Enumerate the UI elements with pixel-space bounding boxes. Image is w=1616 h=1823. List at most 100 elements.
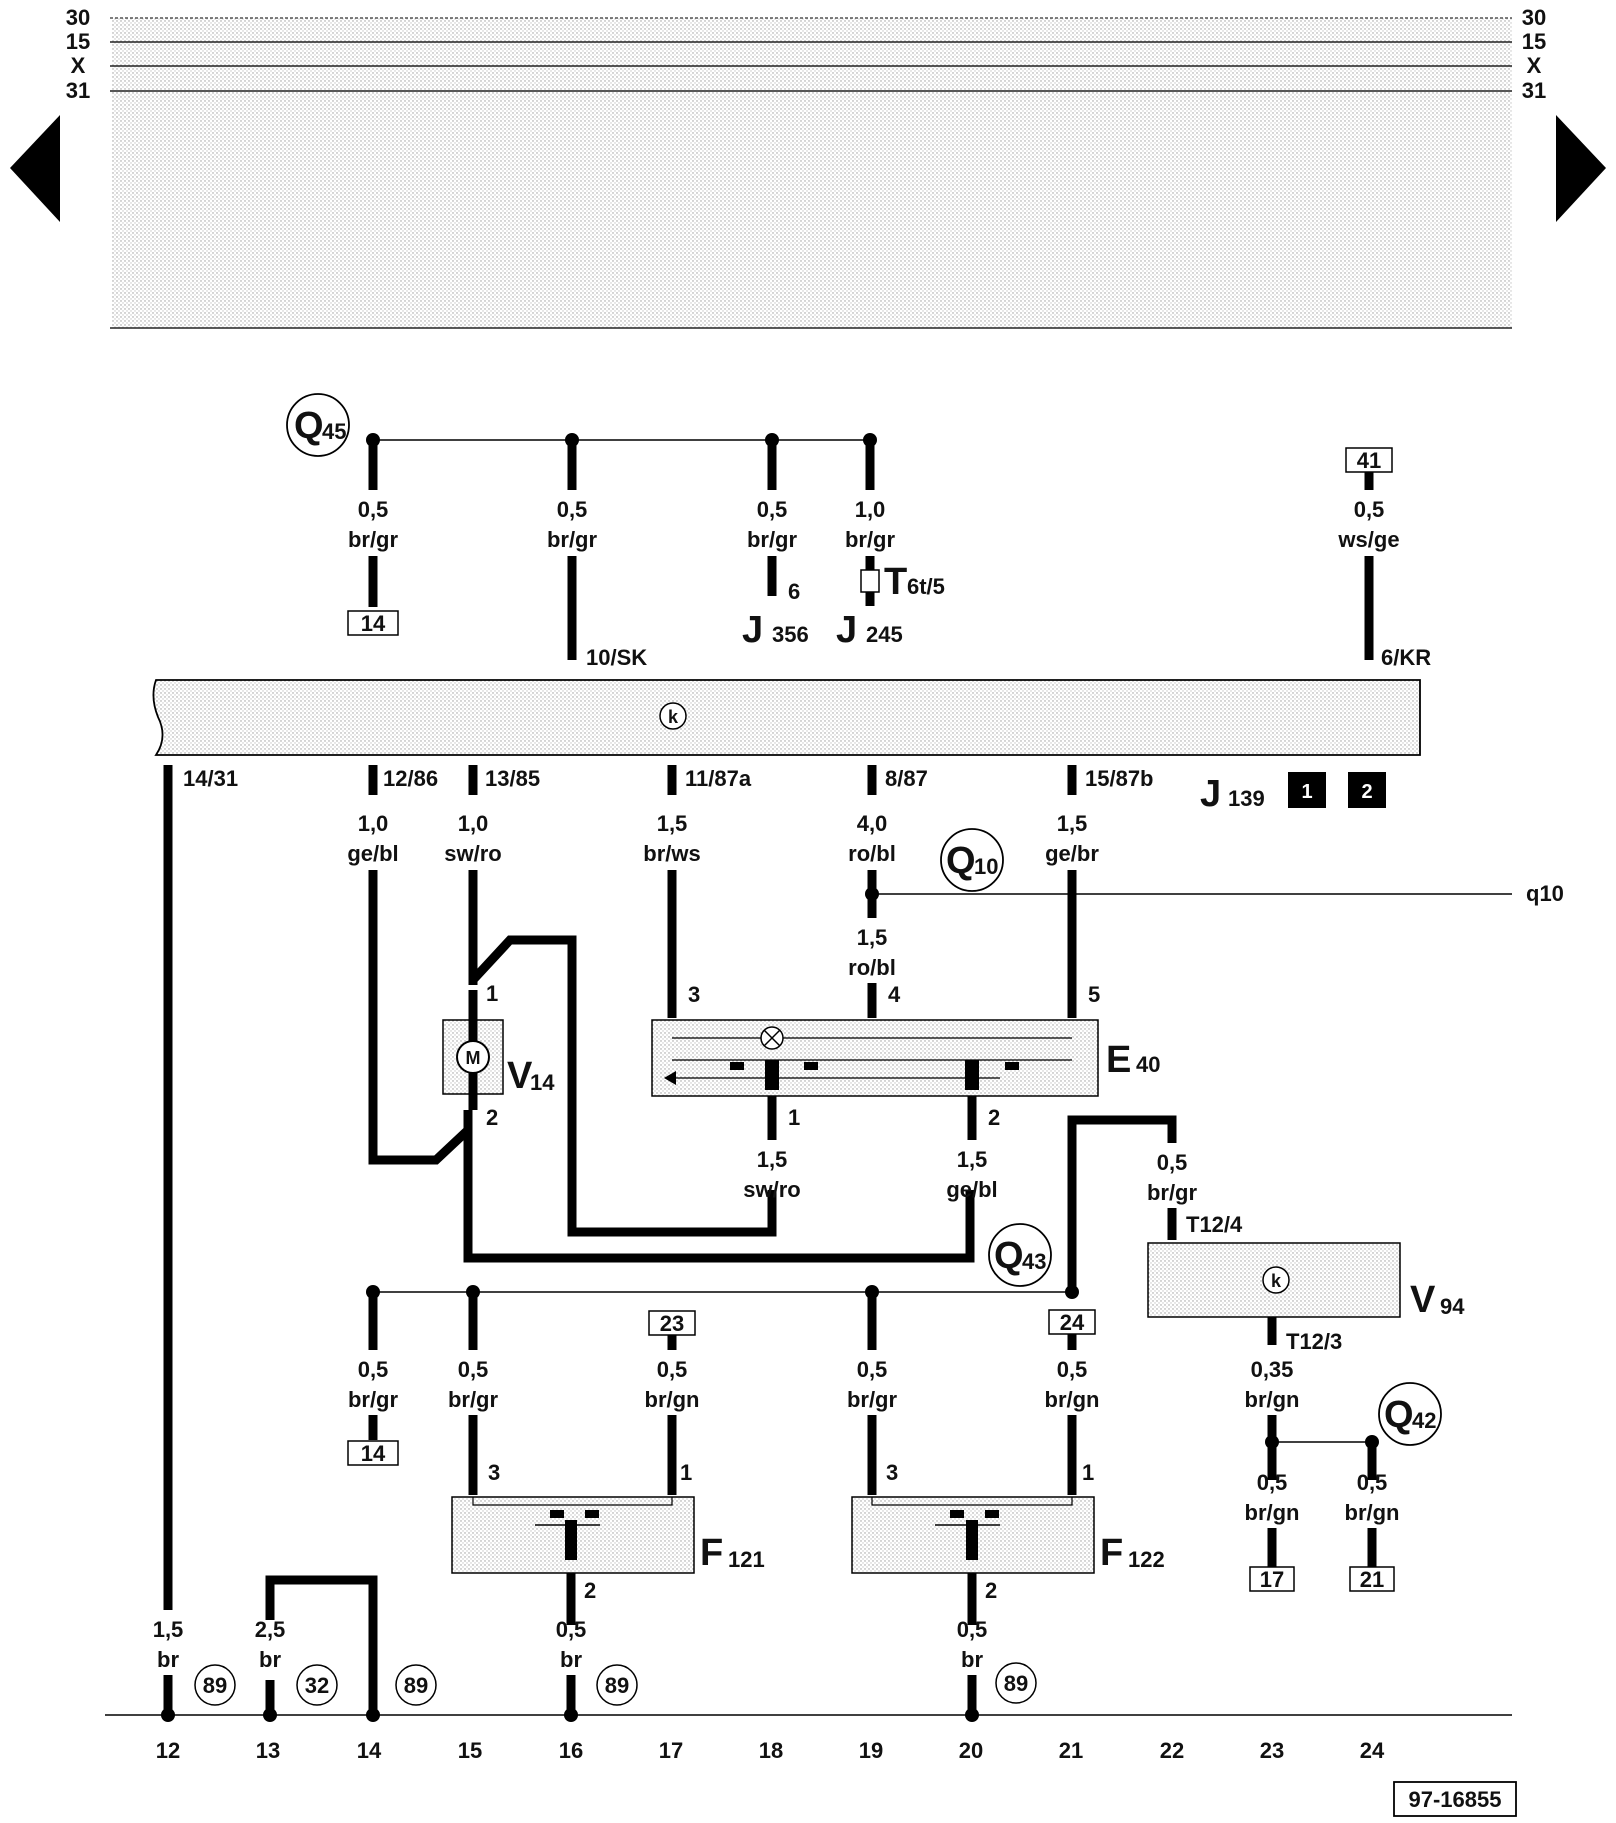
wire-color: br bbox=[259, 1647, 281, 1672]
rail-label-left-x: X bbox=[71, 53, 86, 78]
pin-label: 3 bbox=[488, 1460, 500, 1485]
q10-letter: Q bbox=[946, 840, 976, 882]
ref-box-label: 23 bbox=[660, 1311, 684, 1336]
pin-label: 8/87 bbox=[885, 766, 928, 791]
pin-label: 15/87b bbox=[1085, 766, 1154, 791]
wire-color: br/gn bbox=[1245, 1500, 1300, 1525]
v94-coil-icon bbox=[1262, 1266, 1290, 1294]
q10-ref-label: q10 bbox=[1526, 881, 1564, 906]
track-number: 17 bbox=[659, 1738, 683, 1763]
motor-symbol: M bbox=[466, 1048, 481, 1068]
j245-number: 245 bbox=[866, 622, 903, 647]
q45-number: 45 bbox=[322, 419, 346, 444]
junction-dot bbox=[965, 1708, 979, 1722]
switch-contact-icon bbox=[965, 1060, 979, 1090]
wire bbox=[1067, 1115, 1177, 1292]
track-number: 15 bbox=[458, 1738, 482, 1763]
wire-color: br/gr bbox=[448, 1387, 499, 1412]
ref-box bbox=[347, 610, 399, 636]
pin-label: 3 bbox=[886, 1460, 898, 1485]
wire-size: 0,5 bbox=[1057, 1357, 1088, 1382]
rail-label-right-31: 31 bbox=[1522, 78, 1546, 103]
wire-size: 0,5 bbox=[1157, 1150, 1188, 1175]
track-number: 18 bbox=[759, 1738, 783, 1763]
wire-size: 0,5 bbox=[556, 1617, 587, 1642]
wire-color: br/gr bbox=[747, 527, 798, 552]
pin-label: 10/SK bbox=[586, 645, 647, 670]
wire-color: br/gr bbox=[547, 527, 598, 552]
wire-size: 1,5 bbox=[857, 925, 888, 950]
wire-size: 0,5 bbox=[957, 1617, 988, 1642]
j139-number: 139 bbox=[1228, 786, 1265, 811]
track-number: 19 bbox=[859, 1738, 883, 1763]
ref-box-label: 21 bbox=[1360, 1567, 1384, 1592]
track-number: 24 bbox=[1360, 1738, 1385, 1763]
rail-label-left-30: 30 bbox=[66, 5, 90, 30]
track-number: 14 bbox=[357, 1738, 382, 1763]
q42-letter: Q bbox=[1384, 1394, 1414, 1436]
pin-label: 13/85 bbox=[485, 766, 540, 791]
junction-dot bbox=[564, 1708, 578, 1722]
switch-contact-icon bbox=[985, 1510, 999, 1518]
wire bbox=[468, 935, 777, 1237]
pin-label: 14/31 bbox=[183, 766, 238, 791]
next-page-arrow-icon[interactable] bbox=[1556, 115, 1606, 222]
f122-letter: F bbox=[1100, 1532, 1123, 1574]
q43-number: 43 bbox=[1022, 1249, 1046, 1274]
wire-color: br/gr bbox=[1147, 1180, 1198, 1205]
ref-box-label: 41 bbox=[1357, 448, 1381, 473]
j139-box-1 bbox=[1288, 772, 1326, 808]
ground-point-label: 32 bbox=[305, 1673, 329, 1698]
switch-contact-icon bbox=[565, 1520, 577, 1560]
connector-t6t-icon bbox=[860, 569, 880, 593]
prev-page-arrow-icon[interactable] bbox=[10, 115, 60, 222]
f121-letter: F bbox=[700, 1532, 723, 1574]
wire-color: ge/bl bbox=[946, 1177, 997, 1202]
wire-size: 0,5 bbox=[1354, 497, 1385, 522]
pin-label: 1 bbox=[486, 981, 498, 1006]
wire-size: 0,5 bbox=[1257, 1470, 1288, 1495]
wire-size: 4,0 bbox=[857, 811, 888, 836]
switch-contact-icon bbox=[730, 1062, 744, 1070]
pin-label: 6 bbox=[788, 579, 800, 604]
track-number: 13 bbox=[256, 1738, 280, 1763]
j356-letter: J bbox=[742, 609, 763, 651]
ground-point-icon bbox=[194, 1664, 236, 1706]
rail-label-right-30: 30 bbox=[1522, 5, 1546, 30]
pin-label: 2 bbox=[988, 1105, 1000, 1130]
rail-shaded-area bbox=[112, 18, 1512, 328]
v94-coil-glyph: k bbox=[1271, 1271, 1282, 1291]
e40-switch-body bbox=[651, 1019, 1099, 1097]
wire-size: 0,5 bbox=[1357, 1470, 1388, 1495]
j139-box-2-label: 2 bbox=[1361, 781, 1372, 803]
lamp-cross bbox=[763, 1029, 781, 1047]
pin-label: 4 bbox=[888, 982, 901, 1007]
ground-point-label: 89 bbox=[605, 1673, 629, 1698]
switch-contact-icon bbox=[765, 1060, 779, 1090]
ref-box-label: 14 bbox=[361, 611, 386, 636]
e40-number: 40 bbox=[1136, 1052, 1160, 1077]
v94-letter: V bbox=[1410, 1279, 1436, 1321]
pin-label: 1 bbox=[680, 1460, 692, 1485]
wire-color: br bbox=[961, 1647, 983, 1672]
track-number: 21 bbox=[1059, 1738, 1083, 1763]
wire-size: 0,5 bbox=[857, 1357, 888, 1382]
wire-color: br/ws bbox=[643, 841, 700, 866]
v14-number: 14 bbox=[530, 1070, 555, 1095]
pin-label: T12/4 bbox=[1186, 1212, 1243, 1237]
wire-size: 1,0 bbox=[358, 811, 389, 836]
wire-color: ro/bl bbox=[848, 841, 896, 866]
q43-letter: Q bbox=[994, 1235, 1024, 1277]
wire-size: 1,5 bbox=[957, 1147, 988, 1172]
wire bbox=[463, 1110, 975, 1263]
wire-color: br/gn bbox=[645, 1387, 700, 1412]
rail-label-right-x: X bbox=[1527, 53, 1542, 78]
wire-color: ge/br bbox=[1045, 841, 1099, 866]
pin-label: 3 bbox=[688, 982, 700, 1007]
track-number: 20 bbox=[959, 1738, 983, 1763]
j356-number: 356 bbox=[772, 622, 809, 647]
wire-color: ro/bl bbox=[848, 955, 896, 980]
e40-arrow-icon bbox=[664, 1071, 676, 1085]
wire-size: 2,5 bbox=[255, 1617, 286, 1642]
v14-letter: V bbox=[507, 1055, 533, 1097]
